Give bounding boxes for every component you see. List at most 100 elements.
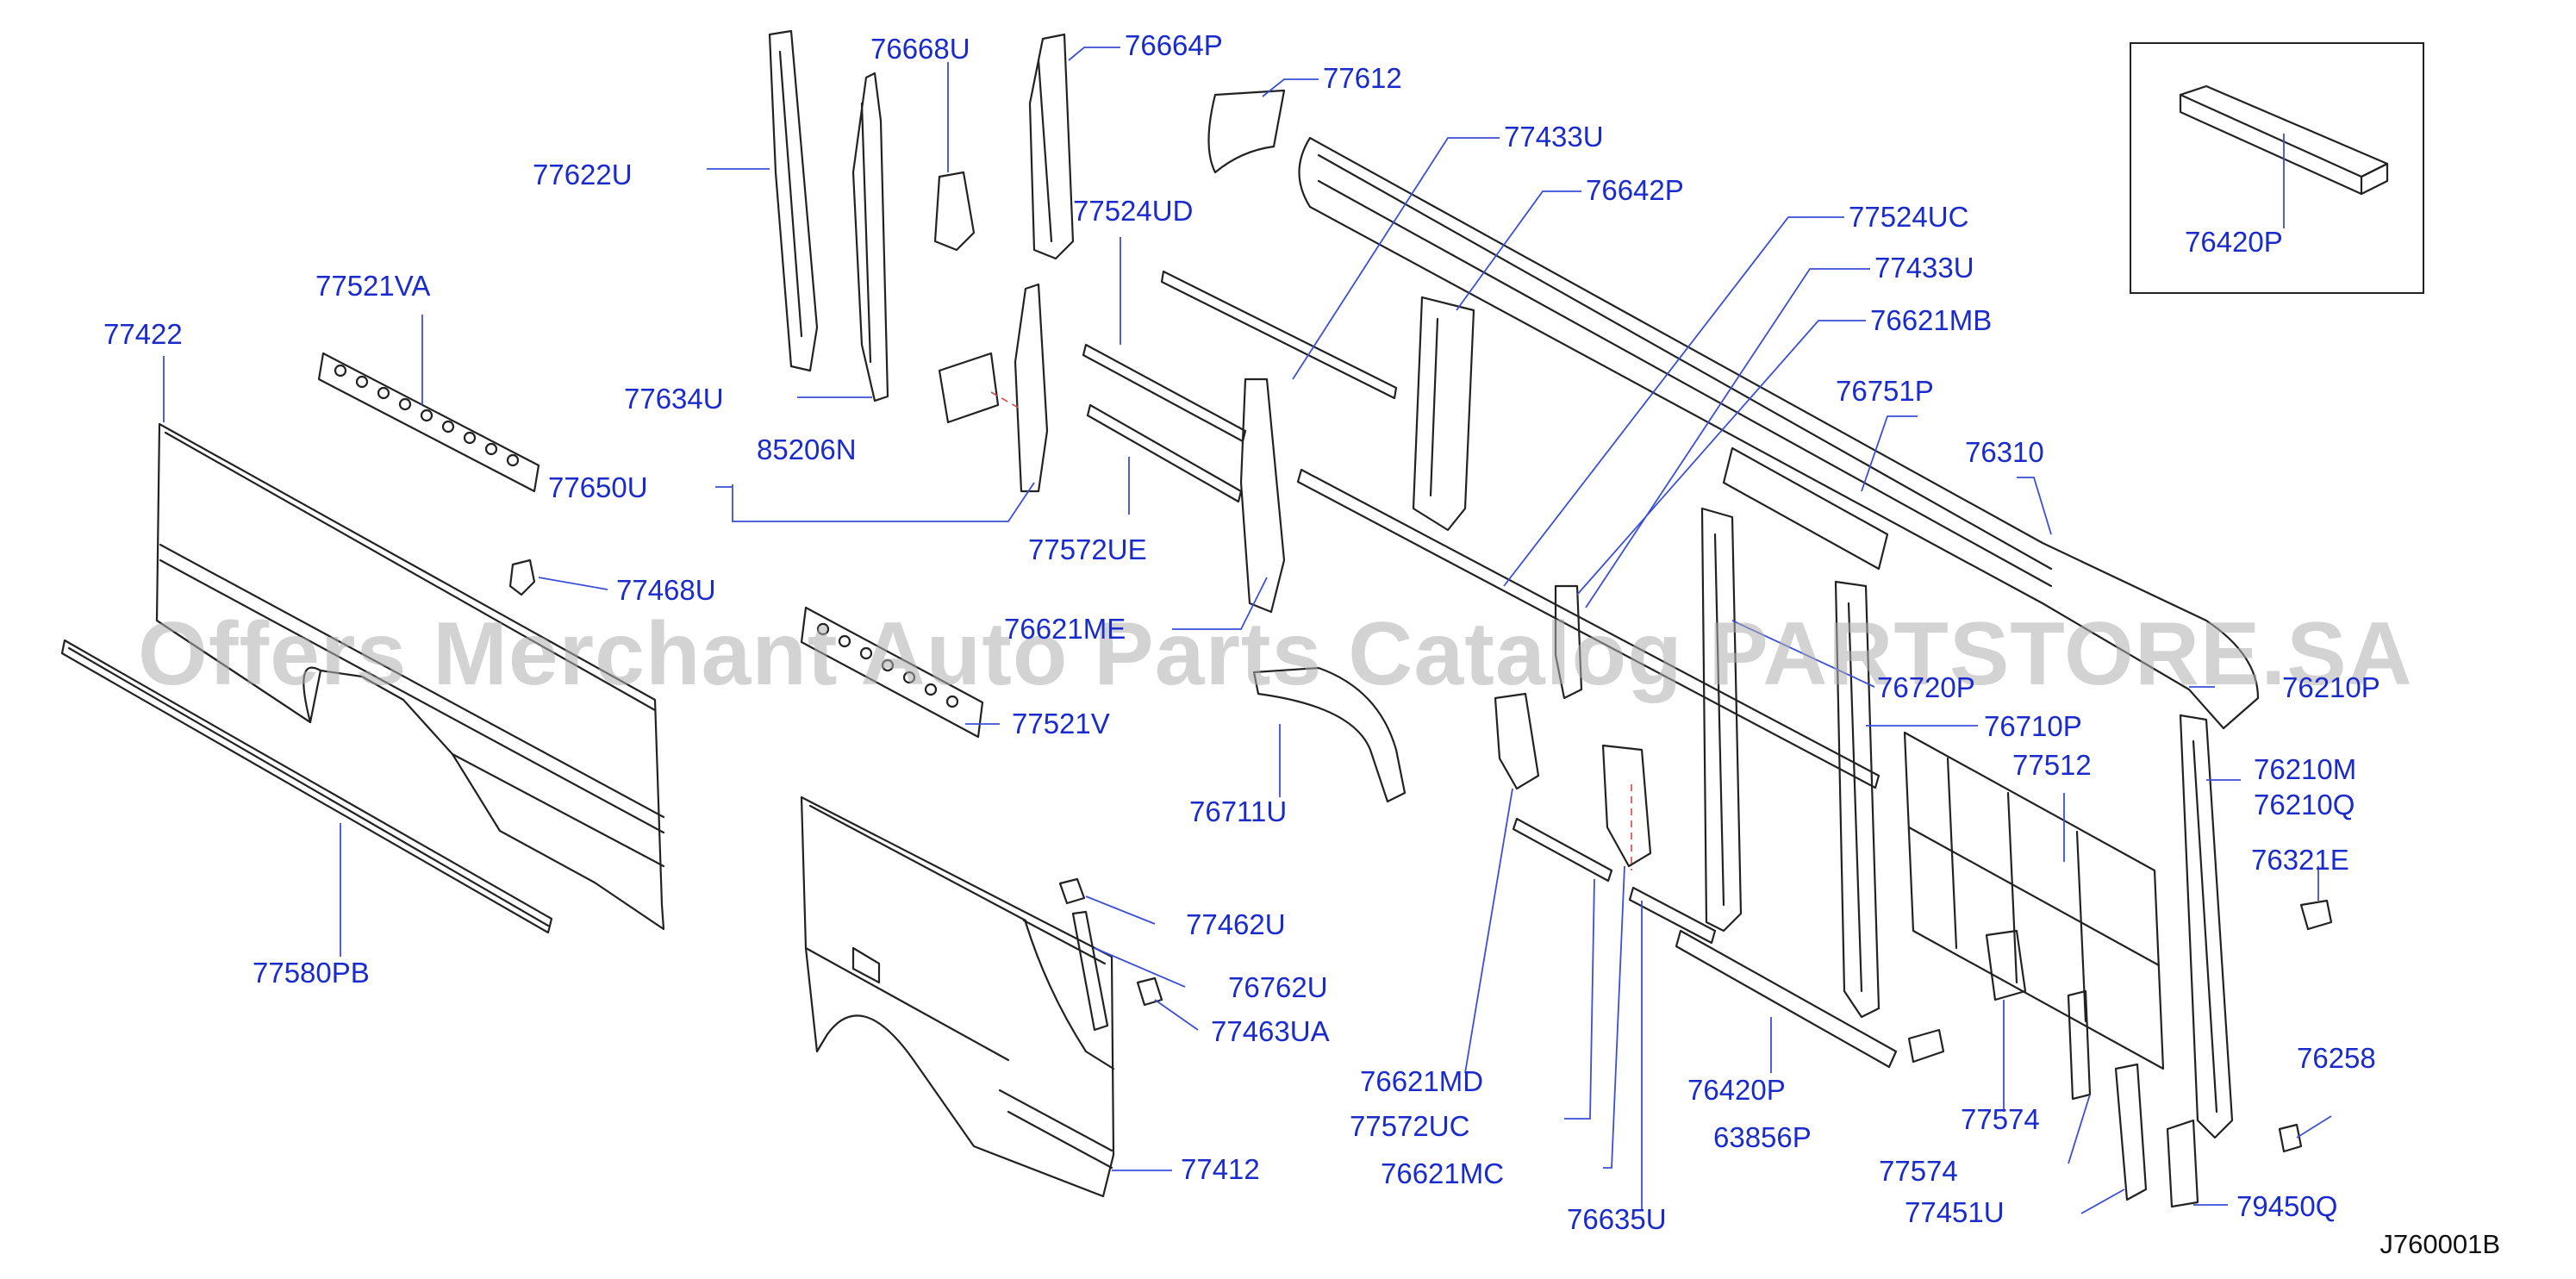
callout-76642P: 76642P — [1586, 174, 1684, 206]
callout-76420P: 76420P — [1687, 1074, 1786, 1106]
callout-85206N: 85206N — [757, 434, 857, 465]
leader-77572UC — [1564, 878, 1595, 1120]
callout-76720P: 76720P — [1877, 671, 1975, 703]
callout-63856P: 63856P — [1713, 1121, 1812, 1153]
callout-77580PB: 77580PB — [253, 957, 370, 989]
pillar-part-76710P — [1834, 580, 1881, 1019]
rail-part-76635U — [1628, 886, 1717, 945]
callout-76210M: 76210M — [2254, 753, 2357, 785]
clip-part-77468U — [508, 558, 536, 596]
callout-76664P: 76664P — [1125, 29, 1223, 61]
rear-frame-part-77512 — [1903, 731, 2165, 1070]
reinforcement-strip-lower — [800, 606, 984, 739]
callout-77412: 77412 — [1181, 1153, 1260, 1185]
rear-outer-panel-part — [800, 795, 1115, 1198]
leader-77463UA — [1154, 999, 1199, 1031]
strip-part-76762U — [1071, 910, 1109, 1032]
callout-79450Q: 79450Q — [2236, 1190, 2338, 1222]
callout-77572UC: 77572UC — [1350, 1110, 1470, 1142]
callout-77512: 77512 — [2012, 749, 2092, 781]
reinforcement-strip-upper — [317, 352, 540, 493]
leader-77524UC — [1503, 216, 1844, 587]
roof-rail-part-76310 — [1298, 136, 2260, 730]
bracket-part-77574-a — [1985, 929, 2027, 1001]
bracket-part-76621MD — [1494, 692, 1540, 790]
clip-part-77462U — [1058, 877, 1086, 905]
callout-77524UC: 77524UC — [1849, 201, 1969, 233]
lower-molding-part — [60, 639, 553, 934]
clip-part-77463UA — [1136, 976, 1163, 1007]
leader-76621MC — [1603, 865, 1625, 1169]
clip-part-76258 — [2278, 1123, 2303, 1153]
callout-76621MB: 76621MB — [1870, 304, 1993, 336]
side-strip-middle — [1296, 468, 1881, 789]
outer-side-panel-part — [155, 422, 665, 931]
leader-76310 — [2017, 477, 2052, 535]
leader-77433U-top — [1292, 137, 1500, 380]
callout-77612: 77612 — [1323, 62, 1402, 94]
callout-77574-b: 77574 — [1879, 1155, 1958, 1187]
inset-sill-part — [2179, 84, 2389, 196]
sill-part-76420P — [1675, 929, 1898, 1069]
callout-76258: 76258 — [2297, 1042, 2376, 1074]
callout-76420P-inset: 76420P — [2185, 226, 2283, 258]
leader-77462U — [1085, 895, 1156, 925]
callout-77622U: 77622U — [533, 159, 633, 190]
bracket-part-77574-b — [2067, 989, 2092, 1101]
leader-85206N — [732, 482, 1035, 522]
leader-77451U — [2080, 1189, 2125, 1214]
pillar-part-76642P — [1412, 296, 1475, 532]
bracket-part-85206N — [938, 352, 1000, 424]
pillar-part-76664P — [1028, 33, 1075, 260]
callout-76210Q: 76210Q — [2254, 789, 2355, 820]
bracket-part-79450Q — [2166, 1119, 2199, 1208]
callout-76711U: 76711U — [1189, 795, 1288, 827]
callout-77422: 77422 — [103, 318, 183, 350]
callout-77634U: 77634U — [624, 383, 724, 415]
callout-77524UD: 77524UD — [1073, 195, 1194, 227]
pillar-part-76621ME — [1239, 377, 1286, 614]
callout-76321E: 76321E — [2251, 844, 2349, 876]
inset-frame — [2130, 42, 2424, 294]
leader-76642P — [1456, 190, 1581, 311]
watermark-text: Offers Merchant Auto Parts Catalog PARTS… — [138, 604, 2413, 704]
callout-77521V: 77521V — [1012, 708, 1110, 739]
callout-77462U: 77462U — [1186, 908, 1286, 940]
rail-part-77572UE — [1086, 403, 1243, 503]
leader-77612 — [1262, 78, 1319, 97]
bracket-part-76621MC — [1601, 744, 1652, 868]
rail-part-77572UC — [1512, 817, 1613, 883]
callout-76635U: 76635U — [1567, 1203, 1667, 1235]
callout-77521VA: 77521VA — [315, 270, 431, 302]
roof-corner-part-77612 — [1207, 89, 1286, 174]
pillar-part-77622U — [768, 29, 819, 372]
callout-77463UA: 77463UA — [1211, 1015, 1330, 1047]
callout-76210P: 76210P — [2282, 671, 2380, 703]
leader-77574-b — [2068, 1094, 2091, 1164]
callout-77451U: 77451U — [1905, 1196, 2005, 1228]
rear-pillar-part-76210 — [2179, 714, 2234, 1139]
header-part-76751P — [1722, 446, 1889, 571]
wheel-arch-part-76711U — [1252, 666, 1407, 803]
callout-76621MD: 76621MD — [1360, 1065, 1484, 1097]
leader-77433U-mid — [1585, 268, 1870, 608]
callout-77574-a: 77574 — [1961, 1103, 2040, 1135]
callout-77433U-mid: 77433U — [1874, 252, 1974, 284]
callout-77433U-top: 77433U — [1504, 121, 1604, 153]
drawing-code: J760001B — [2380, 1229, 2500, 1259]
leader-76751P — [1861, 415, 1918, 492]
callout-77572UE: 77572UE — [1028, 533, 1147, 565]
leader-76621ME — [1172, 577, 1268, 630]
callout-77468U: 77468U — [616, 574, 716, 606]
leader-76621MD — [1464, 788, 1513, 1074]
callout-76668U: 76668U — [870, 33, 970, 65]
pillar-part-76720P — [1700, 507, 1743, 933]
callout-76762U: 76762U — [1228, 971, 1328, 1003]
pillar-part-lower-left — [1014, 283, 1049, 493]
callout-76710P: 76710P — [1984, 710, 2082, 742]
alignment-dash-upper — [990, 391, 1022, 410]
leader-76258 — [2296, 1115, 2332, 1139]
leader-76720P — [1731, 620, 1875, 688]
